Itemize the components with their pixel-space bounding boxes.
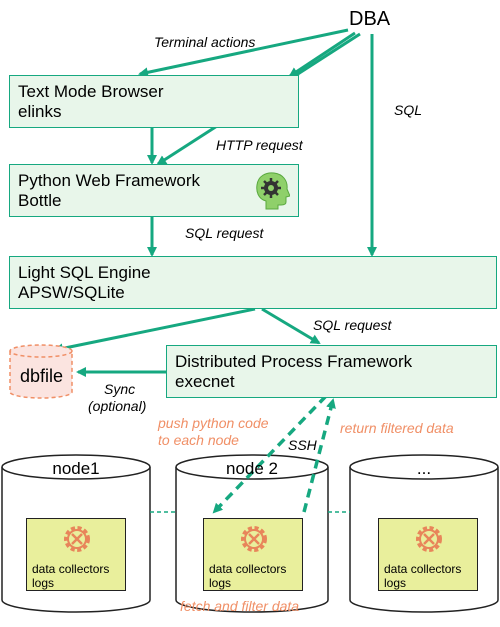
- browser-box: Text Mode Browser elinks: [9, 75, 299, 128]
- collector-line-2: logs: [209, 576, 232, 590]
- sql-engine-box: Light SQL Engine APSW/SQLite: [9, 256, 497, 309]
- collector-box-3: data collectors logs: [378, 518, 478, 591]
- arrow-sql-to-dist: [261, 307, 321, 345]
- dbfile-cylinder: [9, 344, 73, 399]
- label-sync: Sync: [104, 381, 136, 397]
- web-box-subtitle: Bottle: [18, 191, 62, 210]
- gear-tools-icon: [416, 526, 442, 552]
- node-title-3: ...: [416, 459, 432, 478]
- node-title-1: node1: [52, 459, 100, 478]
- collector-line-1: data collectors: [209, 562, 287, 576]
- sql-box-title: Light SQL Engine: [18, 263, 151, 282]
- web-framework-box: Python Web Framework Bottle: [9, 164, 299, 217]
- label-push-code: push python code: [158, 415, 269, 431]
- node-title-2: node 2: [226, 459, 278, 478]
- collector-line-1: data collectors: [32, 562, 110, 576]
- collector-line-2: logs: [384, 576, 407, 590]
- label-terminal-actions: Terminal actions: [154, 34, 256, 50]
- label-http-request: HTTP request: [216, 137, 303, 153]
- label-to-each-node: to each node: [158, 432, 239, 448]
- label-sync-optional: (optional): [88, 398, 147, 414]
- arrow-push-to-node: [212, 394, 328, 514]
- dba-label: DBA: [349, 8, 391, 30]
- dist-box-title: Distributed Process Framework: [175, 352, 413, 371]
- arrow-sql-to-dbfile: [53, 307, 256, 354]
- arrow-return-from-node: [302, 398, 336, 513]
- collector-line-2: logs: [32, 576, 55, 590]
- collector-box-2: data collectors logs: [203, 518, 303, 591]
- label-sql-request-2: SQL request: [313, 317, 392, 333]
- web-box-title: Python Web Framework: [18, 171, 201, 190]
- label-fetch-filter: fetch and filter data: [180, 598, 300, 614]
- sql-box-subtitle: APSW/SQLite: [18, 283, 125, 302]
- arrow-dba-to-browser-terminal: [138, 28, 349, 78]
- arrow-dba-to-browser: [288, 31, 356, 78]
- collector-line-1: data collectors: [384, 562, 462, 576]
- dist-box-subtitle: execnet: [175, 372, 235, 391]
- label-return-filtered: return filtered data: [340, 420, 454, 436]
- gear-tools-icon: [64, 526, 90, 552]
- label-ssh: SSH: [288, 437, 317, 453]
- browser-box-subtitle: elinks: [18, 102, 62, 121]
- dbfile-label: dbfile: [20, 366, 64, 386]
- brain-gear-icon: [256, 172, 290, 210]
- browser-box-title: Text Mode Browser: [18, 82, 164, 101]
- label-sql: SQL: [394, 102, 423, 118]
- label-sql-request-1: SQL request: [185, 225, 264, 241]
- gear-tools-icon: [241, 526, 267, 552]
- collector-box-1: data collectors logs: [26, 518, 126, 591]
- distributed-box: Distributed Process Framework execnet: [166, 345, 497, 398]
